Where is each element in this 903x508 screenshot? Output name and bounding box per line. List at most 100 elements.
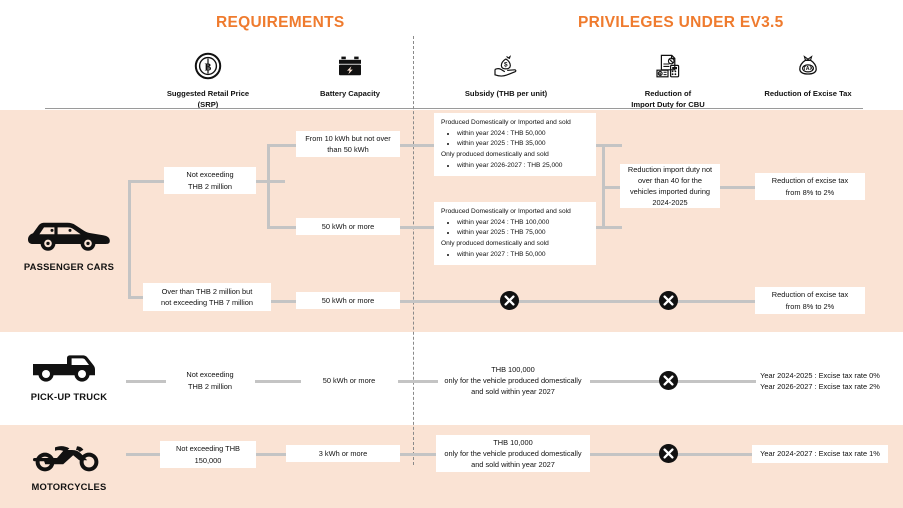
connector-pc-battery-split [267, 144, 270, 228]
pt-subsidy-line2: only for the vehicle produced domestical… [444, 375, 582, 385]
pt-srp-box[interactable]: Not exceeding THB 2 million [164, 367, 256, 394]
category-passenger-cars: PASSENGER CARS [4, 216, 134, 272]
svg-text:$: $ [504, 61, 508, 68]
connector-pc-battery1-in [267, 144, 299, 147]
pc-excise-2-line1: Reduction of excise tax [771, 290, 849, 300]
column-header-battery: Battery Capacity [290, 52, 410, 99]
pc-subsidy-2-head-2: Only produced domestically and sold [441, 240, 549, 248]
pc-import-duty-none-x-icon [659, 291, 678, 310]
connector-pc-subsidy2-out [594, 226, 622, 229]
pc-battery-box-1[interactable]: From 10 kWh but not over than 50 kWh [296, 131, 400, 157]
category-label-passenger-cars: PASSENGER CARS [23, 261, 115, 272]
header-divider-rule [45, 108, 863, 109]
pc-subsidy-2-bullets-1: within year 2024 : THB 100,000 within ye… [450, 218, 589, 239]
pc-battery-box-2[interactable]: 50 kWh or more [296, 218, 400, 235]
car-icon [26, 222, 112, 258]
connector-pc-duty-out [718, 186, 758, 189]
pt-excise-line2: Year 2026-2027 : Excise tax rate 2% [760, 382, 880, 391]
connector-mc-srp-in [126, 453, 166, 456]
connector-pc-row2-to-x1 [398, 300, 578, 303]
connector-pc-srp2-out [257, 300, 305, 303]
category-label-pick-up-truck: PICK-UP TRUCK [30, 391, 108, 402]
pt-excise-box[interactable]: Year 2024-2025 : Excise tax rate 0% Year… [752, 368, 888, 394]
pc-subsidy-2-head-1: Produced Domestically or Imported and so… [441, 208, 571, 215]
connector-pc-battery2-in [267, 226, 299, 229]
mc-subsidy-line2: only for the vehicle produced domestical… [444, 448, 582, 458]
pc-srp-box-1[interactable]: Not exceeding THB 2 million [164, 167, 256, 194]
connector-mc-battery-out [398, 453, 438, 456]
pt-srp-line1: Not exceeding [186, 370, 234, 380]
pc-subsidy-1-bullet-2a: within year 2026-2027 : THB 25,000 [457, 161, 589, 172]
pc-subsidy-2-bullets-2: within year 2027 : THB 50,000 [450, 250, 589, 261]
category-label-motorcycles: MOTORCYCLES [31, 481, 107, 492]
column-header-subsidy: $ Subsidy (THB per unit) [446, 52, 566, 99]
pc-duty-line4: 2024-2025 [652, 198, 688, 208]
pc-srp-box-2-line1: Over than THB 2 million but [161, 286, 253, 296]
mc-srp-line1: Not exceeding THB [176, 444, 240, 454]
tax-bag-icon: TAX [748, 52, 868, 83]
pc-srp-box-1-line1: Not exceeding [186, 170, 234, 180]
motorcycle-icon [29, 446, 109, 478]
pc-battery-box-1-line2: than 50 kWh [327, 145, 369, 154]
pt-subsidy-line3: and sold within year 2027 [471, 387, 555, 397]
requirements-privileges-divider [413, 36, 414, 465]
category-motorcycles: MOTORCYCLES [4, 438, 134, 492]
column-header-import-duty-line1: Reduction of [644, 89, 692, 98]
pc-excise-box-1[interactable]: Reduction of excise tax from 8% to 2% [755, 173, 865, 200]
pc-battery-box-3[interactable]: 50 kWh or more [296, 292, 400, 309]
section-title-requirements: REQUIREMENTS [216, 14, 345, 31]
pc-import-duty-box[interactable]: Reduction import duty not over than 40 f… [620, 164, 720, 208]
pc-duty-line3: vehicles imported during [629, 187, 711, 196]
section-title-privileges: PRIVILEGES UNDER EV3.5 [578, 14, 784, 31]
connector-pc-row2-to-excise [518, 300, 758, 303]
pt-subsidy-line1: THB 100,000 [491, 364, 535, 374]
pc-subsidy-1-bullets-2: within year 2026-2027 : THB 25,000 [450, 161, 589, 172]
pc-subsidy-box-1[interactable]: Produced Domestically or Imported and so… [434, 113, 596, 177]
connector-pt-srp-out [255, 380, 301, 383]
connector-pt-subsidy-out [590, 380, 670, 383]
pc-subsidy-none-x-icon [500, 291, 519, 310]
mc-battery-box[interactable]: 3 kWh or more [286, 445, 400, 462]
pc-subsidy-box-2[interactable]: Produced Domestically or Imported and so… [434, 202, 596, 266]
pc-subsidy-2-bullet-2a: within year 2027 : THB 50,000 [457, 250, 589, 261]
pt-subsidy-box[interactable]: THB 100,000 only for the vehicle produce… [436, 362, 590, 399]
connector-pc-srp1-in [128, 180, 166, 183]
pc-subsidy-1-bullet-1b: within year 2025 : THB 35,000 [457, 139, 589, 150]
pt-srp-line2: THB 2 million [188, 381, 232, 391]
column-header-excise-tax: TAX Reduction of Excise Tax [748, 52, 868, 99]
pt-import-duty-none-x-icon [659, 371, 678, 390]
column-header-battery-label: Battery Capacity [320, 89, 380, 98]
connector-pt-battery-out [398, 380, 438, 383]
svg-text:฿: ฿ [659, 71, 662, 76]
pc-subsidy-1-head-2: Only produced domestically and sold [441, 151, 549, 159]
connector-pc-duty-in [602, 186, 624, 189]
connector-pt-duty-out [676, 380, 756, 383]
connector-pc-battery2-out [398, 226, 436, 229]
connector-pc-srp1-out [255, 180, 285, 183]
connector-pt-srp-in [126, 380, 166, 383]
connector-mc-srp-out [255, 453, 301, 456]
column-header-srp-line1: Suggested Retail Price [166, 89, 250, 98]
pc-subsidy-2-bullet-1a: within year 2024 : THB 100,000 [457, 218, 589, 229]
mc-srp-line2: 150,000 [194, 455, 222, 465]
pc-subsidy-2-bullet-1b: within year 2025 : THB 75,000 [457, 228, 589, 239]
mc-subsidy-line1: THB 10,000 [493, 437, 533, 447]
pc-excise-2-line2: from 8% to 2% [785, 301, 835, 311]
mc-excise-box[interactable]: Year 2024-2027 : Excise tax rate 1% [752, 445, 888, 463]
pt-battery-box[interactable]: 50 kWh or more [322, 375, 376, 385]
pc-excise-box-2[interactable]: Reduction of excise tax from 8% to 2% [755, 287, 865, 314]
money-bag-hand-icon: $ [446, 52, 566, 83]
pc-subsidy-1-bullets-1: within year 2024 : THB 50,000 within yea… [450, 129, 589, 150]
connector-mc-subsidy-out [590, 453, 670, 456]
pc-battery-box-1-line1: From 10 kWh but not over [305, 133, 391, 143]
column-header-srp-line2: (SRP) [197, 100, 219, 109]
connector-pc-battery1-out [398, 144, 436, 147]
pc-srp-box-1-line2: THB 2 million [188, 181, 232, 191]
mc-srp-box[interactable]: Not exceeding THB 150,000 [160, 441, 256, 468]
pc-srp-box-2[interactable]: Over than THB 2 million but not exceedin… [143, 283, 271, 311]
mc-subsidy-line3: and sold within year 2027 [471, 460, 555, 470]
category-pick-up-truck: PICK-UP TRUCK [4, 348, 134, 402]
mc-subsidy-box[interactable]: THB 10,000 only for the vehicle produced… [436, 435, 590, 472]
battery-icon [290, 52, 410, 83]
